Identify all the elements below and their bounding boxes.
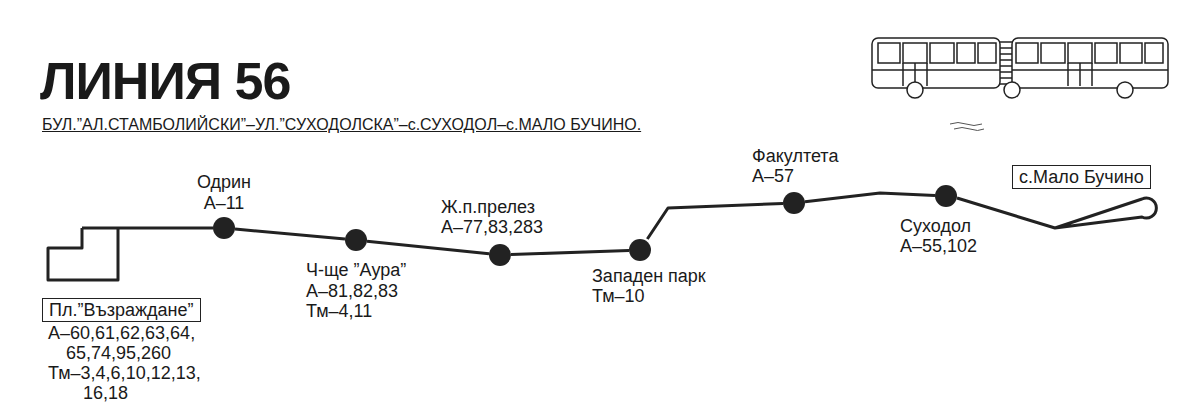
bus-window — [978, 43, 996, 63]
route-line — [805, 193, 935, 202]
bus-body — [872, 38, 1000, 88]
stop-dot: Ж.п.прелезА–77,83,283 — [489, 244, 511, 266]
bus-trim — [872, 69, 1168, 71]
transfer-lines: Тм–4,11 — [306, 301, 372, 321]
bus-window — [1016, 43, 1038, 63]
bus-wheel — [1004, 82, 1020, 98]
stop-name: Факултета — [752, 146, 838, 166]
bus-window — [1041, 43, 1065, 63]
bus-bellows — [1000, 42, 1012, 84]
route-line — [235, 229, 345, 239]
map-title: ЛИНИЯ 56 — [40, 55, 290, 107]
transfer-lines: Тм–3,4,6,10,12,13, 16,18 — [48, 363, 223, 403]
transfer-lines: Тм–10 — [592, 286, 645, 306]
bus-body — [1012, 38, 1168, 88]
stop-name: с.Мало Бучино — [1013, 166, 1150, 188]
bus-wheel — [1117, 82, 1133, 98]
stop-dot: ФакултетаА–57 — [783, 192, 805, 214]
bus-window — [1145, 43, 1163, 63]
stop-dot: Западен паркТм–10 — [629, 239, 651, 261]
bus-window — [957, 43, 975, 63]
transfer-lines: А–55,102 — [900, 236, 977, 256]
stop-name: Западен парк — [592, 266, 706, 286]
turning-loop — [48, 228, 118, 280]
transfer-lines: А–77,83,283 — [441, 217, 543, 237]
stop-dot: Ч-ще ”Аура”А–81,82,83Тм–4,11 — [345, 229, 367, 251]
stop-name: Одрин — [164, 172, 284, 192]
scan-mark — [950, 123, 984, 131]
route-line — [511, 250, 629, 254]
transfer-lines: А–11 — [164, 193, 284, 213]
terminus-box: с.Мало Бучино — [1012, 165, 1151, 189]
turning-loop — [957, 198, 1156, 228]
stop-name: Ч-ще ”Аура” — [306, 260, 406, 280]
terminus-box: Пл.”Възраждане”А–60,61,62,63,64, 65,74,9… — [42, 298, 201, 322]
transfer-lines: А–57 — [752, 166, 794, 186]
route-line — [367, 241, 489, 254]
route-line — [647, 203, 783, 239]
route-line-start — [82, 227, 213, 230]
bus-window — [1120, 43, 1142, 63]
bus-window — [1095, 43, 1117, 63]
stop-dot: ОдринА–11 — [213, 217, 235, 239]
bus-drawing — [872, 38, 1168, 98]
stop-name: Суходол — [900, 216, 971, 236]
bus-window — [930, 43, 954, 63]
bus-window — [878, 43, 900, 63]
transfer-lines: А–81,82,83 — [306, 281, 398, 301]
bus-door-leaves — [903, 63, 1092, 86]
stop-dot: СуходолА–55,102 — [935, 185, 957, 207]
stop-name: Ж.п.прелез — [441, 197, 535, 217]
transfer-lines: А–60,61,62,63,64, 65,74,95,260 — [48, 323, 223, 363]
bus-door — [903, 43, 927, 63]
stop-name: Пл.”Възраждане” — [43, 299, 200, 321]
bus-door — [1068, 43, 1092, 63]
route-description: БУЛ.”АЛ.СТАМБОЛИЙСКИ”–УЛ.”СУХОДОЛСКА”–с.… — [42, 115, 641, 135]
bus-wheel — [907, 82, 923, 98]
